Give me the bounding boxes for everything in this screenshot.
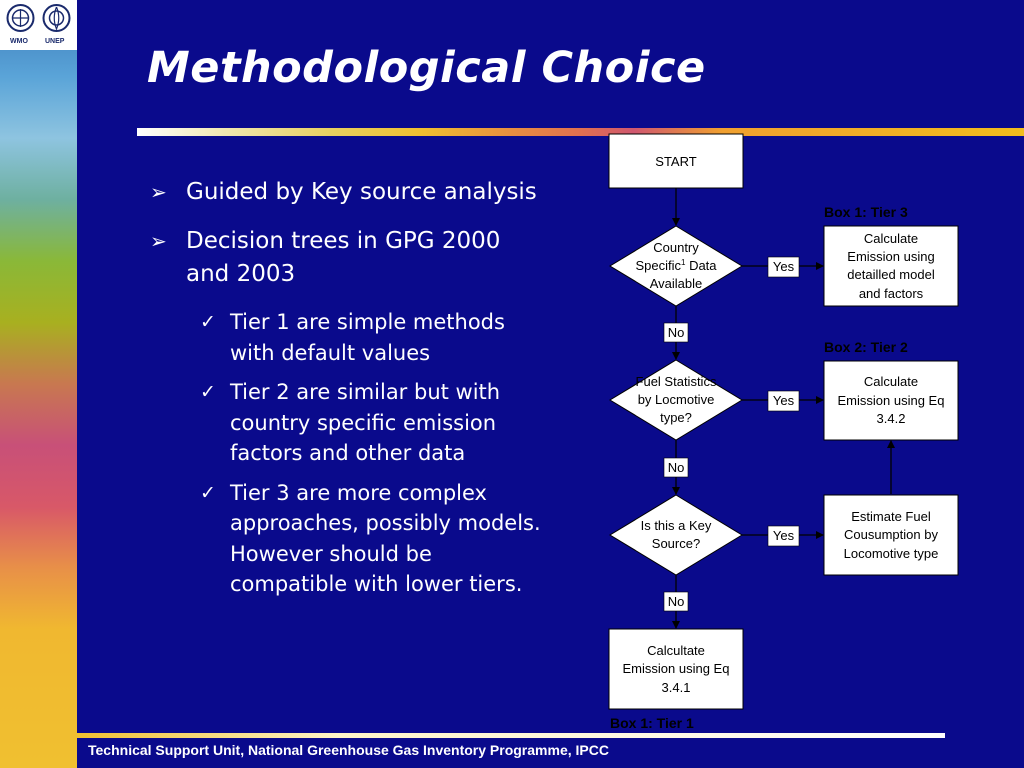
sub-bullet-text: Tier 1 are simple methods with default v… xyxy=(230,310,505,365)
decision-2-line1: Fuel Statistics xyxy=(636,374,717,389)
decision-3-line1: Is this a Key xyxy=(641,518,712,533)
svg-text:No: No xyxy=(668,325,685,340)
no-label: No xyxy=(663,591,689,612)
tier3-box-line: detailled model xyxy=(847,267,935,282)
tier2-box xyxy=(823,360,959,441)
decision-diamond xyxy=(609,494,743,576)
footer-text: Technical Support Unit, National Greenho… xyxy=(88,742,609,758)
check-bullet-icon: ✓ xyxy=(200,311,216,333)
svg-text:No: No xyxy=(668,594,685,609)
tier3-box-line: and factors xyxy=(859,286,924,301)
tier2-box-line: Emission using Eq xyxy=(838,393,945,408)
tier1-box-line: 3.4.1 xyxy=(662,680,691,695)
no-label: No xyxy=(663,322,689,343)
decision-1-line2: Specific1 Data xyxy=(635,258,717,273)
bullet-text: Decision trees in GPG 2000 and 2003 xyxy=(186,228,501,287)
tier1-box-line: Calcultate xyxy=(647,643,705,658)
sub-bullet-item: ✓ Tier 1 are simple methods with default … xyxy=(150,307,544,368)
page-title: Methodological Choice xyxy=(147,43,706,93)
decision-diamond xyxy=(609,359,743,441)
box-tier3-label: Box 1: Tier 3 xyxy=(824,204,908,220)
logo-panel: WMO UNEP xyxy=(0,0,77,50)
unep-logo-icon xyxy=(42,4,71,32)
yes-label: Yes xyxy=(767,525,800,547)
tier2-box-line: Calculate xyxy=(864,374,918,389)
sub-bullet-item: ✓ Tier 3 are more complex approaches, pos… xyxy=(150,478,544,600)
arrow-bullet-icon: ➢ xyxy=(150,180,167,204)
decorative-sidebar: WMO UNEP xyxy=(0,0,77,768)
tier3-box-line: Emission using xyxy=(847,249,934,264)
tier3-box-line: Calculate xyxy=(864,231,918,246)
check-bullet-icon: ✓ xyxy=(200,381,216,403)
decision-1-line3: Available xyxy=(650,276,703,291)
tier1-box xyxy=(608,628,744,710)
start-text: START xyxy=(655,154,696,169)
svg-text:No: No xyxy=(668,460,685,475)
sub-bullet-item: ✓ Tier 2 are similar but with country spe… xyxy=(150,377,544,469)
wmo-label: WMO xyxy=(10,38,28,45)
tier2-box-line: 3.4.2 xyxy=(877,411,906,426)
wmo-logo-icon xyxy=(6,4,35,32)
unep-label: UNEP xyxy=(45,38,65,45)
start-box xyxy=(608,133,744,189)
svg-text:Yes: Yes xyxy=(773,393,795,408)
yes-label: Yes xyxy=(767,390,800,412)
sub-bullet-text: Tier 2 are similar but with country spec… xyxy=(230,380,501,465)
box-tier1-label: Box 1: Tier 1 xyxy=(610,715,694,731)
bullet-text: Guided by Key source analysis xyxy=(186,179,537,205)
estimate-box-line: Estimate Fuel xyxy=(851,509,931,524)
box-tier2-label: Box 2: Tier 2 xyxy=(824,339,908,355)
estimate-box-line: Locomotive type xyxy=(844,546,939,561)
bullet-item: ➢ Decision trees in GPG 2000 and 2003 xyxy=(150,225,550,291)
decision-2-line2: by Locmotive xyxy=(638,392,715,407)
arrow-bullet-icon: ➢ xyxy=(150,229,167,253)
no-label: No xyxy=(663,457,689,478)
footer-divider xyxy=(77,733,945,738)
estimate-box-line: Cousumption by xyxy=(844,527,938,542)
bullet-list: ➢ Guided by Key source analysis ➢ Decision… xyxy=(150,176,550,609)
sub-bullet-text: Tier 3 are more complex approaches, poss… xyxy=(230,480,541,597)
svg-text:Yes: Yes xyxy=(773,528,795,543)
svg-text:Yes: Yes xyxy=(773,259,795,274)
check-bullet-icon: ✓ xyxy=(200,481,216,504)
yes-label: Yes xyxy=(767,256,800,278)
tier1-box-line: Emission using Eq xyxy=(623,661,730,676)
decision-3-line2: Source? xyxy=(652,536,700,551)
estimate-fuel-box xyxy=(823,494,959,576)
title-divider xyxy=(137,128,1024,136)
bullet-item: ➢ Guided by Key source analysis xyxy=(150,176,550,209)
tier3-box xyxy=(823,225,959,307)
decision-2-line3: type? xyxy=(660,410,692,425)
decision-1-line1: Country xyxy=(653,240,699,255)
decision-diamond xyxy=(609,225,743,307)
